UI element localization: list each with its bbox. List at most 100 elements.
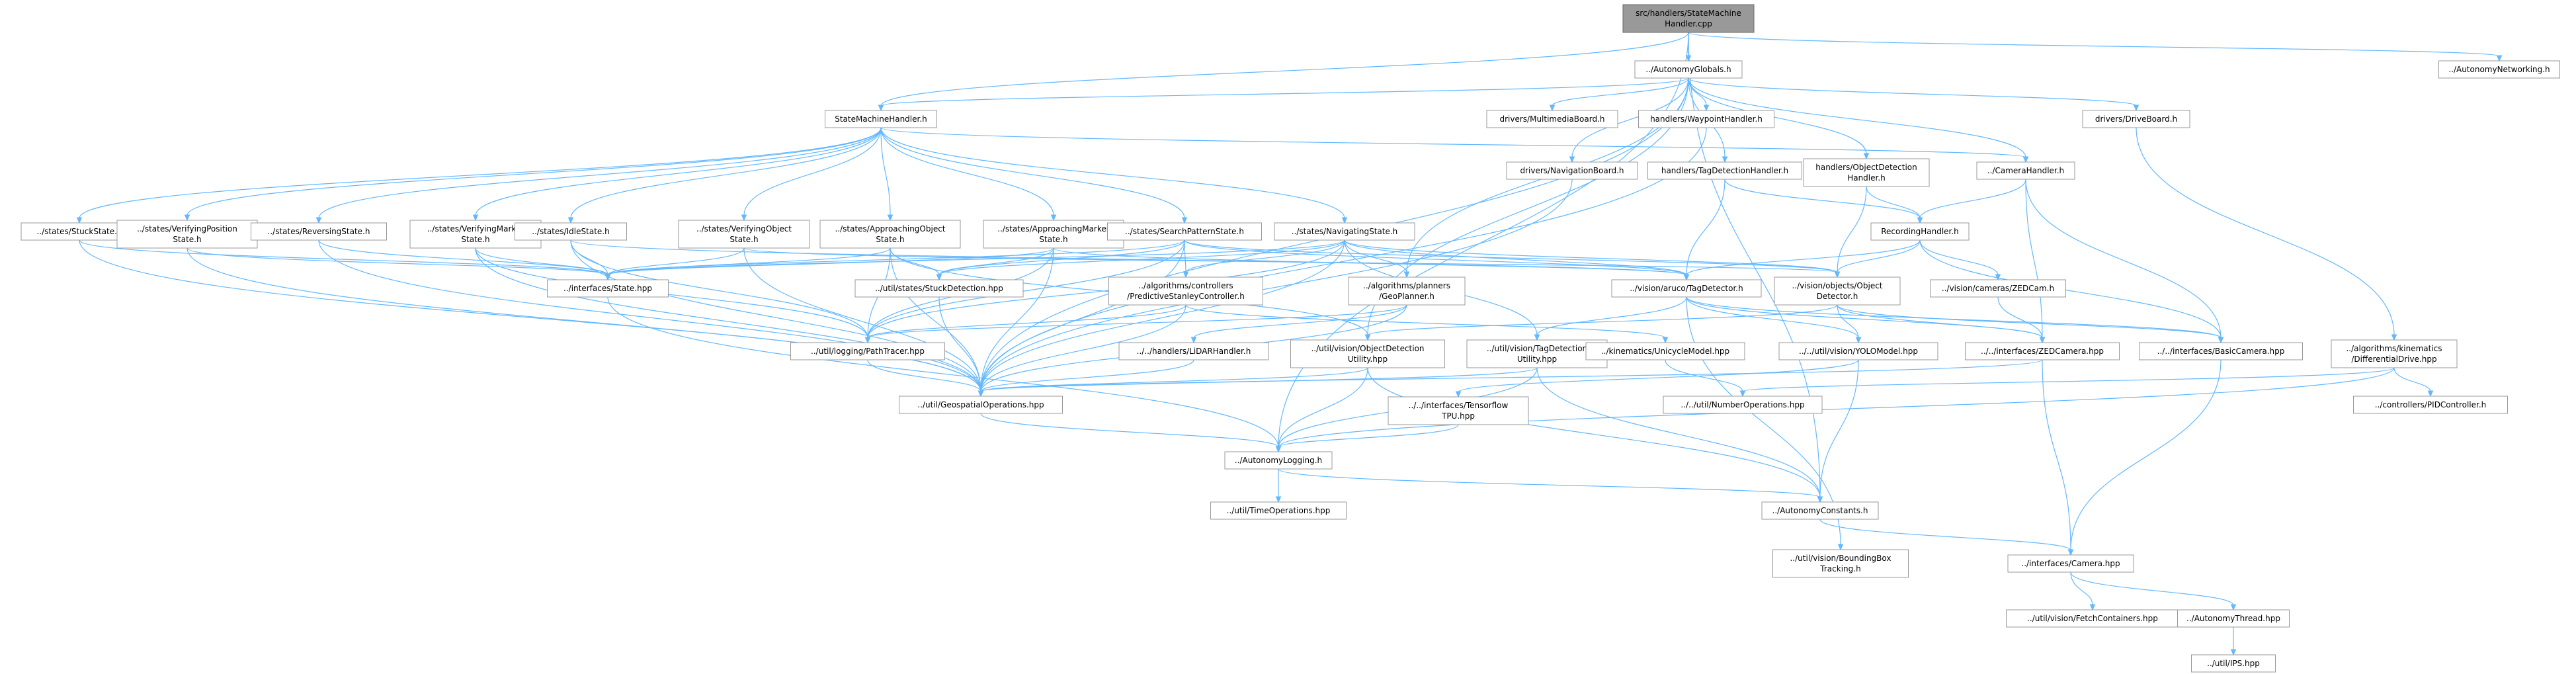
node-pid[interactable]: ../controllers/PIDController.h <box>2353 396 2508 414</box>
node-unicycle[interactable]: ../kinematics/UnicycleModel.hpp <box>1585 342 1745 360</box>
node-waypoint[interactable]: handlers/WaypointHandler.h <box>1638 110 1774 128</box>
node-stuckdet[interactable]: ../util/states/StuckDetection.hpp <box>854 279 1024 298</box>
node-label: ../vision/cameras/ZEDCam.h <box>1942 284 2054 293</box>
dependency-edge-globals-smh <box>878 77 1689 112</box>
node-label: drivers/NavigationBoard.h <box>1520 166 1624 175</box>
node-fetch[interactable]: ../util/vision/FetchContainers.hpp <box>2006 609 2179 628</box>
node-multimedia[interactable]: drivers/MultimediaBoard.h <box>1486 110 1618 128</box>
node-navst[interactable]: ../states/NavigatingState.h <box>1274 222 1415 241</box>
node-label: StateMachineHandler.h <box>835 114 927 124</box>
node-label: Utility.hpp <box>1348 355 1388 364</box>
node-pathtr[interactable]: ../util/logging/PathTracer.hpp <box>790 342 945 360</box>
node-yolo[interactable]: ../../util/vision/YOLOModel.hpp <box>1778 342 1938 360</box>
dependency-edge-navst-istate <box>604 239 1345 281</box>
node-smh[interactable]: StateMachineHandler.h <box>825 110 937 128</box>
dependency-edge-navst-stanley <box>1183 239 1345 278</box>
node-istate[interactable]: ../interfaces/State.hpp <box>547 279 669 298</box>
dependency-edge-smh-search <box>880 127 1188 224</box>
node-stanley[interactable]: ../algorithms/controllers/PredictiveStan… <box>1108 276 1263 306</box>
node-navboard[interactable]: drivers/NavigationBoard.h <box>1506 161 1638 180</box>
node-idle[interactable]: ../states/IdleState.h <box>515 222 627 241</box>
node-thread[interactable]: ../AutonomyThread.hpp <box>2177 609 2290 628</box>
node-timeops[interactable]: ../util/TimeOperations.hpp <box>1210 501 1347 520</box>
node-tagdh[interactable]: handlers/TagDetectionHandler.h <box>1647 161 1802 180</box>
node-icam[interactable]: ../interfaces/Camera.hpp <box>2007 554 2134 573</box>
node-diffdr[interactable]: ../algorithms/kinematics/DifferentialDri… <box>2331 339 2458 368</box>
node-lidar[interactable]: ../../handlers/LiDARHandler.h <box>1118 342 1269 360</box>
node-tagdet[interactable]: ../vision/aruco/TagDetector.h <box>1611 279 1762 298</box>
dependency-edge-globals-objdh <box>1688 77 1870 160</box>
dependency-edge-istate-logging <box>607 296 1282 453</box>
nodes-layer: src/handlers/StateMachineHandler.cpp ../A… <box>21 4 2560 673</box>
node-camh[interactable]: ../CameraHandler.h <box>1976 161 2075 180</box>
dependency-edge-geop-pathtr <box>864 304 1407 344</box>
dependency-edge-zedcam-ized <box>1997 296 2046 344</box>
dependency-edge-objutil-geoops <box>977 367 1368 398</box>
node-rech[interactable]: RecordingHandler.h <box>1870 222 1970 241</box>
dependency-edge-ized-geoops <box>977 359 2043 398</box>
dependency-edge-tagdet-tagutil <box>1534 296 1687 341</box>
node-driveboard[interactable]: drivers/DriveBoard.h <box>2082 110 2190 128</box>
dependency-edge-icam-thread <box>2070 571 2237 611</box>
node-label: ../states/VerifyingObject <box>696 224 792 233</box>
dependency-edge-rech-zedcam <box>1919 239 2001 281</box>
dependency-edge-smh-navst <box>880 127 1348 224</box>
node-root[interactable]: src/handlers/StateMachineHandler.cpp <box>1622 4 1755 33</box>
node-networking[interactable]: ../AutonomyNetworking.h <box>2438 60 2560 79</box>
dependency-edge-navst-stuckdet <box>936 239 1345 281</box>
node-numops[interactable]: ../../util/NumberOperations.hpp <box>1663 396 1823 414</box>
node-constants[interactable]: ../AutonomyConstants.h <box>1761 501 1879 520</box>
node-geop[interactable]: ../algorithms/planners/GeoPlanner.h <box>1348 276 1466 306</box>
node-ibasic[interactable]: ../../interfaces/BasicCamera.hpp <box>2139 342 2303 360</box>
node-label: ../../interfaces/BasicCamera.hpp <box>2157 347 2285 356</box>
node-geoops[interactable]: ../util/GeospatialOperations.hpp <box>899 396 1063 414</box>
node-search[interactable]: ../states/SearchPatternState.h <box>1107 222 1262 241</box>
node-logging[interactable]: ../AutonomyLogging.h <box>1224 451 1333 470</box>
dependency-edge-navst-geoops <box>977 239 1345 398</box>
node-globals[interactable]: ../AutonomyGlobals.h <box>1634 60 1743 79</box>
node-label: handlers/TagDetectionHandler.h <box>1661 166 1788 175</box>
node-label: ../util/vision/TagDetection <box>1487 344 1587 353</box>
node-label: ../controllers/PIDController.h <box>2375 400 2487 409</box>
dependency-edge-globals-navboard <box>1569 77 1689 163</box>
node-label: ../../handlers/LiDARHandler.h <box>1137 347 1251 356</box>
node-label: State.h <box>876 235 904 244</box>
node-label: State.h <box>173 235 201 244</box>
node-label: ../util/GeospatialOperations.hpp <box>917 400 1044 409</box>
dependency-edge-idle-istate <box>570 239 611 281</box>
node-label: handlers/ObjectDetection <box>1815 163 1917 172</box>
dependency-edge-icam-fetch <box>2070 571 2096 611</box>
node-label: ../util/vision/ObjectDetection <box>1311 344 1424 353</box>
dependency-edge-tagdh-tagdet <box>1683 179 1725 281</box>
dependency-edge-navst-objdet <box>1344 239 1841 278</box>
node-revers[interactable]: ../states/ReversingState.h <box>251 222 387 241</box>
dependency-edge-unicycle-numops <box>1665 359 1746 398</box>
node-label: ../util/IPS.hpp <box>2207 659 2260 668</box>
node-label: drivers/DriveBoard.h <box>2095 114 2177 124</box>
node-label: ../algorithms/kinematics <box>2346 344 2442 353</box>
dependency-edge-objdet-yolo <box>1837 304 1862 344</box>
node-ips[interactable]: ../util/IPS.hpp <box>2191 654 2276 673</box>
dependency-edge-yolo-constants <box>1817 359 1859 503</box>
dependency-edge-navst-geop <box>1344 239 1410 278</box>
node-zedcam[interactable]: ../vision/cameras/ZEDCam.h <box>1930 279 2066 298</box>
node-label: State.h <box>1039 235 1067 244</box>
node-label: RecordingHandler.h <box>1881 227 1959 236</box>
dependency-edge-ibasic-icam <box>2067 359 2222 556</box>
node-objutil[interactable]: ../util/vision/ObjectDetectionUtility.hp… <box>1290 339 1445 368</box>
node-ized[interactable]: ../../interfaces/ZEDCamera.hpp <box>1965 342 2120 360</box>
dependency-edge-camh-ibasic <box>2025 179 2224 344</box>
dependency-edge-logging-constants <box>1278 468 1823 503</box>
dependency-edge-tagutil-geoops <box>977 367 1538 398</box>
dependency-edge-appobj-stuckdet <box>890 247 942 281</box>
dependency-edge-smh-verobj <box>741 127 882 222</box>
